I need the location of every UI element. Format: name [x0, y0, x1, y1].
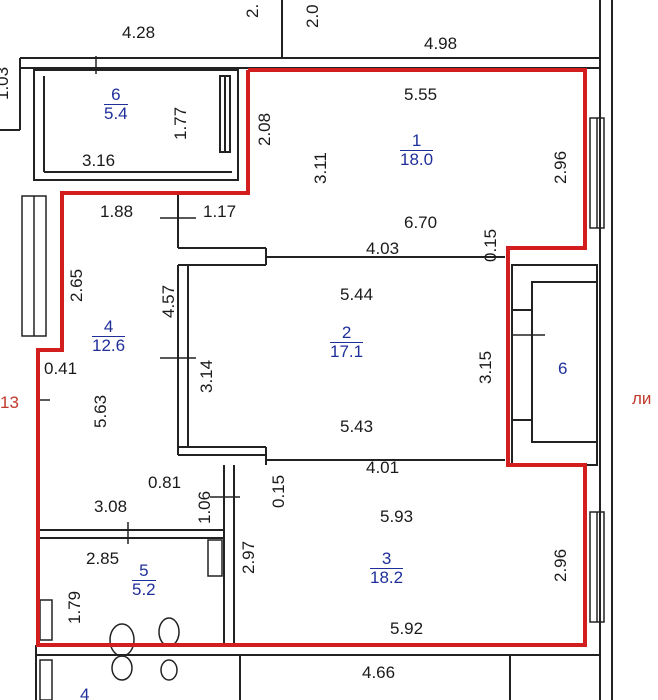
dim-1-79: 1.79 — [65, 590, 84, 624]
dim-1-06: 1.06 — [195, 490, 214, 524]
dim-5-43: 5.43 — [340, 417, 374, 436]
dimension-ticks — [40, 56, 545, 544]
dim-1-03: 1.03 — [0, 66, 12, 100]
dim-4-28: 4.28 — [122, 23, 156, 42]
dim-1-88: 1.88 — [100, 202, 134, 221]
balcony-top-left — [33, 69, 239, 181]
balcony-6-label: 6 — [558, 359, 568, 378]
dim-2-97: 2.97 — [239, 540, 258, 574]
dim-2-65: 2.65 — [67, 268, 86, 302]
dim-0-81: 0.81 — [148, 473, 182, 492]
edge-label-right: ли — [632, 389, 652, 408]
dim-4-57: 4.57 — [159, 284, 178, 318]
dim-2-85: 2.85 — [86, 549, 120, 568]
dim-5-55: 5.55 — [404, 85, 438, 104]
windows — [21, 117, 605, 623]
dim-3-14: 3.14 — [197, 359, 216, 393]
dim-2-96-top: 2.96 — [551, 150, 570, 184]
dim-1-17: 1.17 — [203, 202, 237, 221]
dim-2-0-top: 2.0 — [303, 4, 322, 28]
dim-5-92: 5.92 — [390, 619, 424, 638]
dim-0-15-bottom: 0.15 — [269, 474, 288, 508]
dim-5-44: 5.44 — [340, 285, 374, 304]
edge-label-left: 13 — [0, 393, 19, 412]
dim-4-98: 4.98 — [424, 34, 458, 53]
dim-0-15-top: 0.15 — [481, 228, 500, 262]
room-4-lower-label: 4 — [80, 685, 90, 700]
dim-3-15: 3.15 — [476, 350, 495, 384]
dim-3-11: 3.11 — [311, 152, 330, 184]
dim-1-77: 1.77 — [171, 106, 190, 140]
dim-2-top: 2. — [243, 3, 262, 18]
dim-3-16: 3.16 — [82, 151, 116, 170]
dim-0-41: 0.41 — [44, 359, 78, 378]
dim-4-66: 4.66 — [362, 663, 396, 682]
unit-outline — [36, 68, 587, 647]
lower-walls — [35, 645, 600, 700]
balcony-right — [511, 264, 598, 466]
dim-4-01: 4.01 — [366, 458, 400, 477]
dim-2-08: 2.08 — [255, 112, 274, 146]
dim-3-08: 3.08 — [94, 497, 128, 516]
dim-5-93: 5.93 — [380, 507, 414, 526]
dim-5-63: 5.63 — [91, 394, 110, 428]
dim-2-96-bottom: 2.96 — [551, 548, 570, 582]
interior-walls — [38, 193, 505, 645]
dim-4-03: 4.03 — [366, 239, 400, 258]
dim-6-70: 6.70 — [404, 213, 438, 232]
